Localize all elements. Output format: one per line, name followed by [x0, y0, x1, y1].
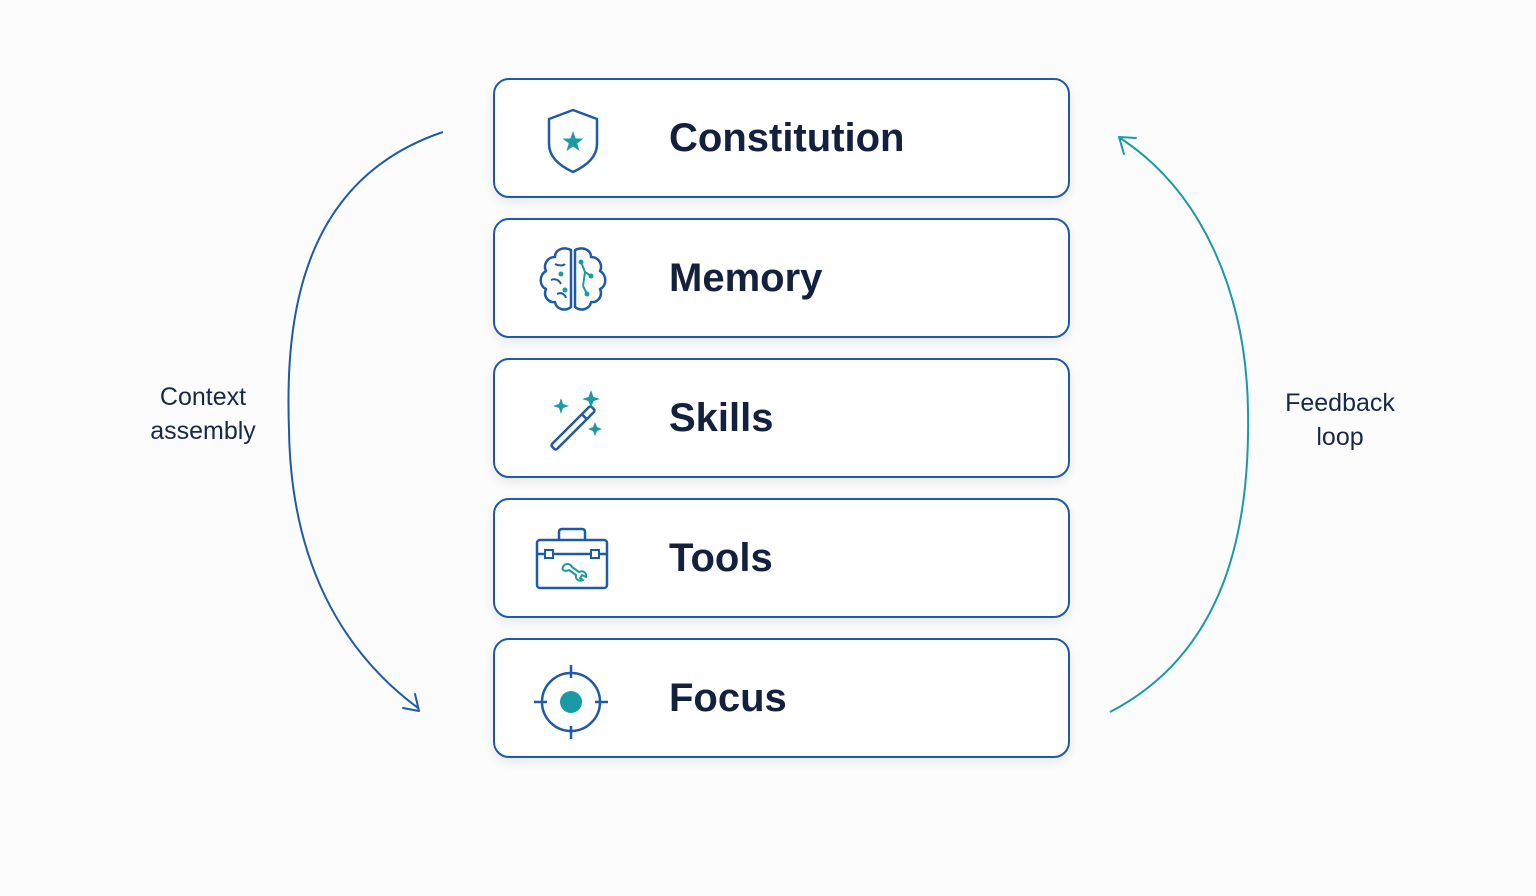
layer-label-focus: Focus [669, 676, 787, 720]
layer-card-memory[interactable]: Memory [493, 218, 1070, 338]
context-assembly-label: Context assembly [128, 380, 278, 448]
feedback-loop-label: Feedback loop [1265, 386, 1415, 454]
feedback-loop-line2: loop [1316, 423, 1364, 451]
layer-card-skills[interactable]: Skills [493, 358, 1070, 478]
layer-label-memory: Memory [669, 256, 823, 300]
feedback-loop-arrow [1109, 136, 1250, 713]
layer-label-constitution: Constitution [669, 116, 905, 160]
context-assembly-line2: assembly [150, 417, 256, 445]
toolbox-icon [525, 520, 621, 600]
feedback-loop-line1: Feedback [1285, 389, 1395, 417]
layer-card-constitution[interactable]: Constitution [493, 78, 1070, 198]
layer-card-tools[interactable]: Tools [493, 498, 1070, 618]
layer-card-focus[interactable]: Focus [493, 638, 1070, 758]
target-icon [525, 660, 621, 740]
brain-icon [525, 240, 621, 320]
shield-star-icon [525, 100, 621, 180]
magic-wand-icon [525, 380, 621, 460]
context-assembly-line1: Context [159, 383, 247, 411]
layer-label-skills: Skills [669, 396, 774, 440]
layer-label-tools: Tools [669, 536, 773, 580]
context-assembly-arrow [287, 131, 444, 712]
